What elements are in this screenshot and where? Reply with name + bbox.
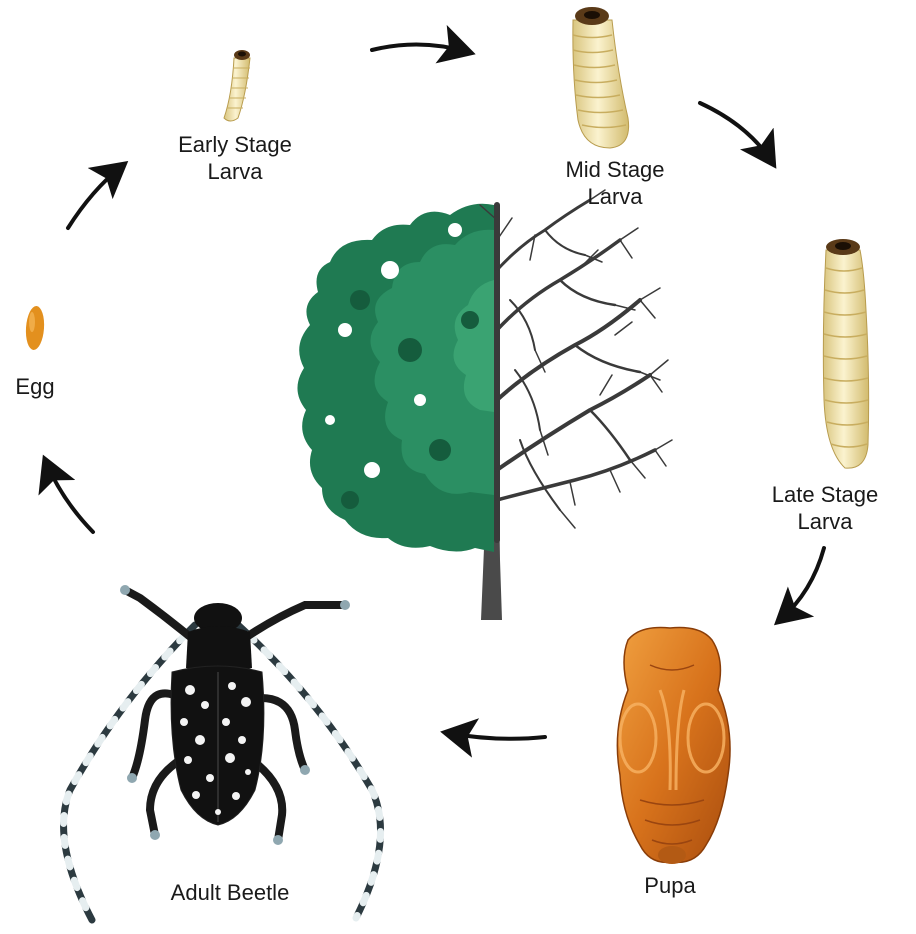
late-stage-larva-label: Late Stage Larva: [740, 481, 910, 535]
early-stage-larva-label-line1: Early Stage: [150, 131, 320, 158]
arrow-pupa-to-adult: [448, 733, 545, 739]
pupa-image: [617, 628, 730, 865]
early-stage-larva-label: Early Stage Larva: [150, 131, 320, 185]
arrow-adult-to-egg: [46, 462, 93, 532]
egg-label-text: Egg: [0, 373, 70, 400]
adult-beetle-label-text: Adult Beetle: [130, 879, 330, 906]
tree-branches: [480, 190, 672, 540]
tree-illustration: [297, 190, 672, 620]
pupa-label-text: Pupa: [610, 872, 730, 899]
mid-stage-larva-label: Mid Stage Larva: [530, 156, 700, 210]
mid-stage-larva-label-line2: Larva: [530, 183, 700, 210]
mid-larva-image: [573, 7, 629, 148]
mid-stage-larva-label-line1: Mid Stage: [530, 156, 700, 183]
egg-label: Egg: [0, 373, 70, 400]
arrow-egg-to-early: [68, 166, 122, 228]
late-larva-image: [823, 239, 868, 468]
early-larva-image: [224, 50, 250, 121]
early-stage-larva-label-line2: Larva: [150, 158, 320, 185]
adult-beetle-label: Adult Beetle: [130, 879, 330, 906]
arrow-early-to-mid: [372, 44, 468, 52]
tree-foliage: [297, 204, 494, 552]
arrow-late-to-pupa: [780, 548, 824, 620]
late-stage-larva-label-line2: Larva: [740, 508, 910, 535]
adult-beetle-image: [64, 585, 381, 920]
late-stage-larva-label-line1: Late Stage: [740, 481, 910, 508]
pupa-label: Pupa: [610, 872, 730, 899]
arrow-mid-to-late: [700, 103, 772, 162]
egg-image: [24, 305, 45, 350]
